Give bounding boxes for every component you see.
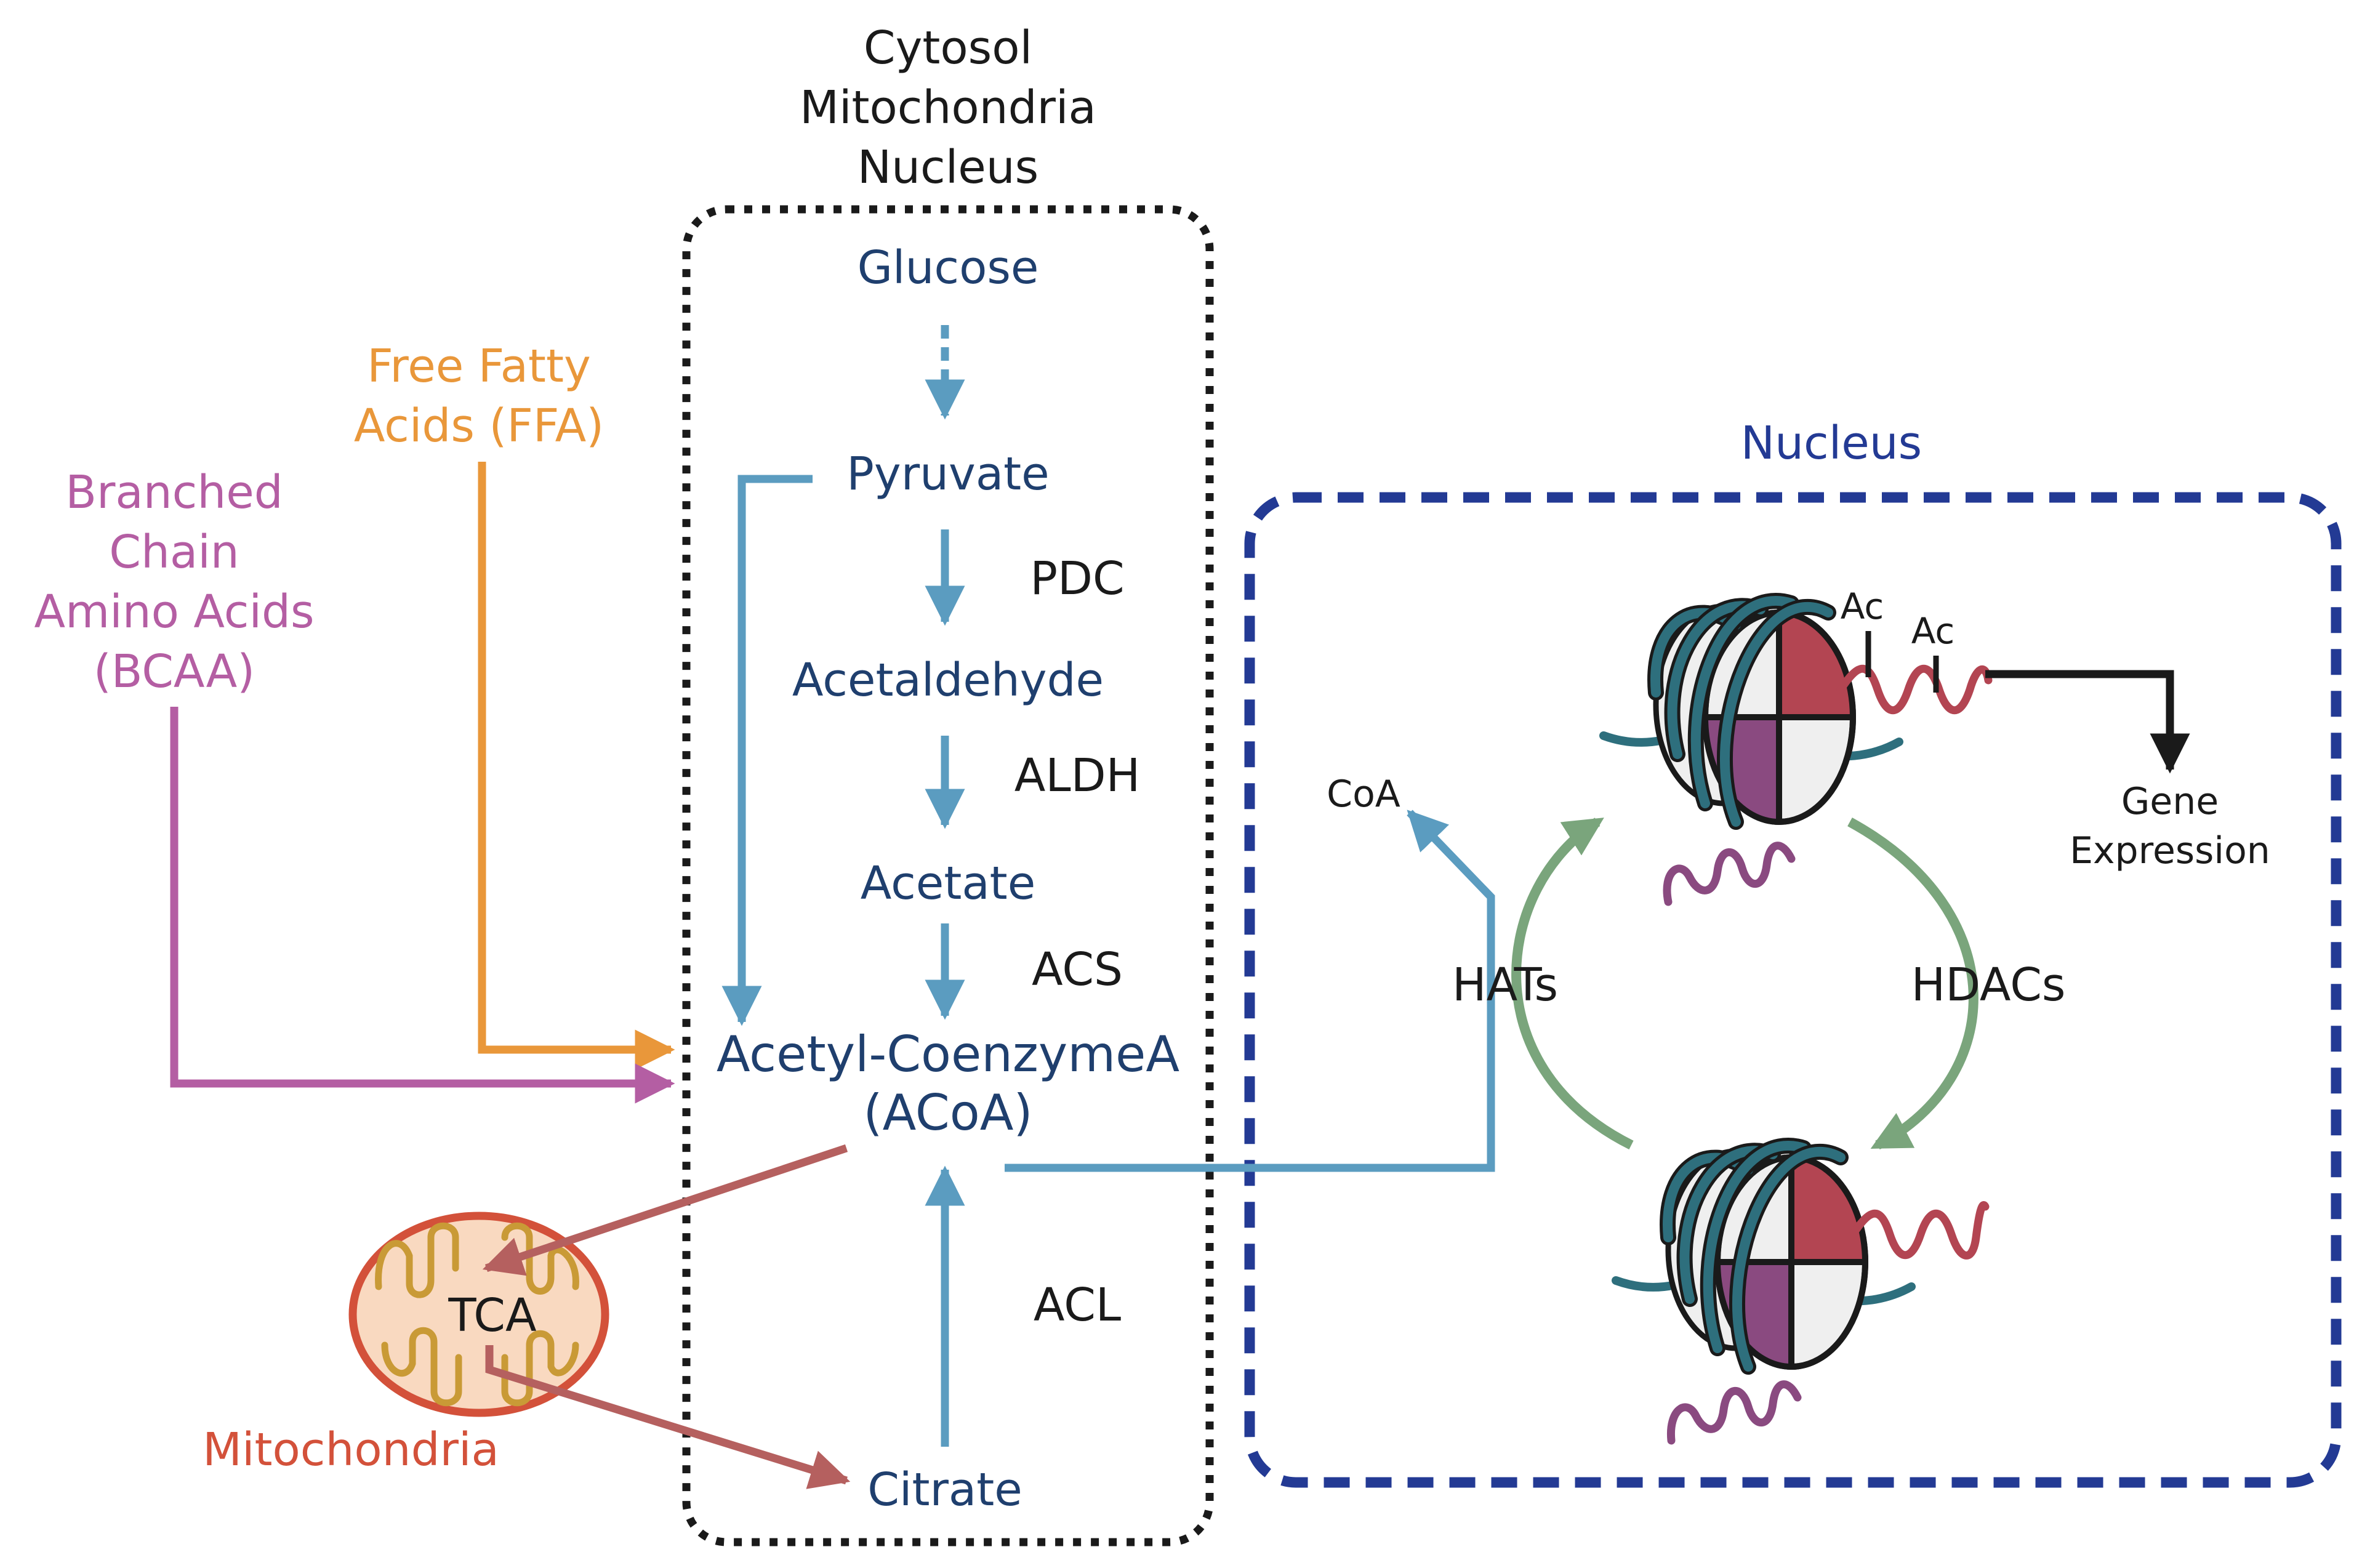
coa-label: CoA: [1327, 773, 1400, 816]
arrow-tca-citrate: [485, 1345, 851, 1489]
bcaa-label-line3: Amino Acids: [34, 585, 314, 638]
arrow-ffa-acoa: [478, 462, 675, 1070]
deacetylated-nucleosome: [1616, 1146, 1990, 1445]
enzyme-acs: ACS: [1032, 943, 1123, 996]
bcaa-label-line2: Chain: [109, 526, 239, 579]
compartment-header-mitochondria: Mitochondria: [800, 81, 1096, 134]
metabolite-acoa-abbrev: (ACoA): [863, 1084, 1032, 1141]
metabolite-acetate: Acetate: [861, 857, 1035, 910]
enzyme-aldh: ALDH: [1014, 749, 1140, 802]
nucleus-title: Nucleus: [1741, 417, 1922, 470]
compartment-header-cytosol: Cytosol: [864, 22, 1032, 74]
arrow-pyruvate-acoa-bypass: [721, 475, 813, 1026]
mitochondria-cristae: [375, 1222, 579, 1407]
metabolite-citrate: Citrate: [867, 1463, 1022, 1516]
arrow-acoa-hats: [1005, 810, 1495, 1172]
acetyl-label-1: Ac: [1841, 585, 1884, 627]
gene-expression-label-line2: Expression: [2070, 829, 2270, 872]
histone-tail-purple-bottom: [1666, 1380, 1802, 1445]
metabolite-acetaldehyde: Acetaldehyde: [792, 654, 1104, 707]
mitochondria-label: Mitochondria: [203, 1423, 499, 1476]
histone-tail-red-bottom: [1849, 1201, 1990, 1260]
arrow-hats-cycle: [1511, 818, 1634, 1150]
metabolite-acoa: Acetyl-CoenzymeA: [717, 1026, 1180, 1083]
gene-expression-label-line1: Gene: [2121, 780, 2219, 823]
ffa-label-line2: Acids (FFA): [354, 400, 604, 452]
hdacs-label: HDACs: [1911, 959, 2066, 1011]
tca-label: TCA: [448, 1289, 537, 1342]
metabolite-glucose: Glucose: [858, 241, 1039, 294]
nucleus-box: [1244, 492, 2342, 1488]
histone-tail-purple-top: [1663, 842, 1796, 906]
ffa-label-line1: Free Fatty: [367, 340, 591, 393]
bcaa-label-line4: (BCAA): [94, 645, 255, 698]
mitochondrion: [348, 1212, 609, 1417]
arrow-gene-expression: [1985, 670, 2190, 774]
arrow-bcaa-acoa: [170, 707, 675, 1104]
arrow-hdacs-cycle: [1847, 817, 1978, 1150]
acetyl-label-2: Ac: [1911, 610, 1955, 652]
enzyme-acl: ACL: [1034, 1279, 1121, 1332]
histone-tail-red-top: [1836, 665, 1993, 714]
multi-compartment-box: [682, 205, 1214, 1546]
arrow-acoa-tca: [482, 1144, 848, 1276]
acetylated-nucleosome: [1604, 601, 1993, 906]
metabolite-pyruvate: Pyruvate: [846, 448, 1049, 501]
enzyme-pdc: PDC: [1030, 552, 1124, 605]
compartment-header-nucleus: Nucleus: [858, 141, 1038, 194]
hats-label: HATs: [1452, 959, 1558, 1011]
bcaa-label-line1: Branched: [65, 466, 283, 519]
